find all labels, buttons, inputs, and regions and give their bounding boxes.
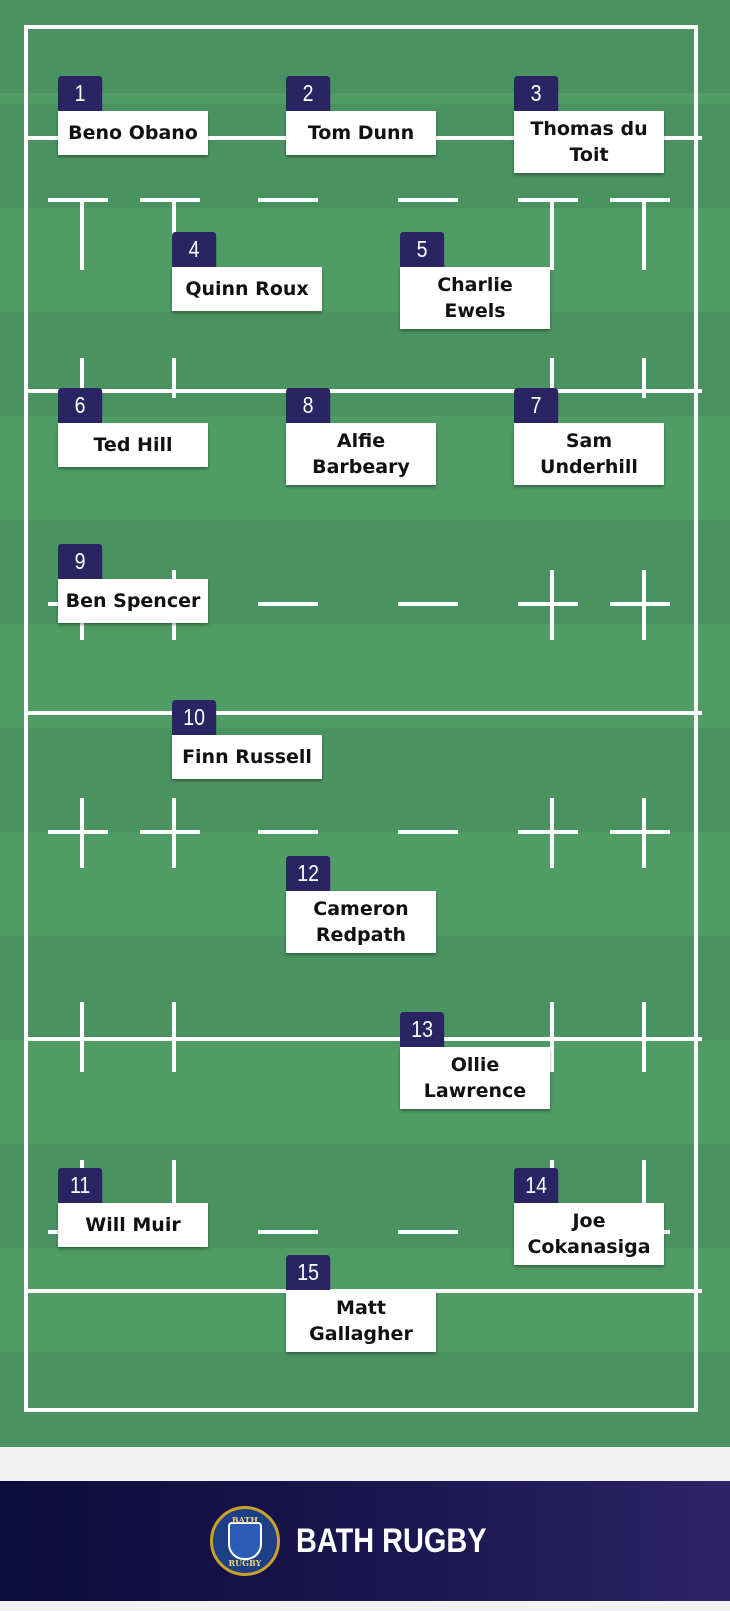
player-number: 11 [58,1168,103,1203]
dashed-line-segment [610,198,670,202]
footer-banner: BATH RUGBY BATH RUGBY [0,1481,730,1601]
player-number: 3 [514,76,559,111]
marker-tick [80,200,84,270]
pitch-boundary [24,25,698,1412]
dashed-line-segment [518,602,578,606]
dashed-line-segment [140,198,200,202]
player-slot[interactable]: 11 Will Muir [58,1168,208,1247]
player-slot[interactable]: 9 Ben Spencer [58,544,208,623]
marker-tick [642,358,646,398]
player-name: Ben Spencer [58,579,208,623]
dashed-line-segment [258,1230,318,1234]
marker-tick [642,1002,646,1072]
player-number: 9 [58,544,103,579]
player-name: Ted Hill [58,423,208,467]
player-slot[interactable]: 15 Matt Gallagher [286,1255,436,1352]
dashed-line-segment [610,830,670,834]
player-slot[interactable]: 1 Beno Obano [58,76,208,155]
marker-tick [172,1160,176,1230]
player-name: Matt Gallagher [286,1290,436,1352]
dashed-line-segment [258,602,318,606]
marker-tick [172,1002,176,1072]
player-number: 6 [58,388,103,423]
halfway-line [24,711,702,715]
marker-tick [642,570,646,640]
player-name: Quinn Roux [172,267,322,311]
marker-tick [80,358,84,398]
bath-rugby-crest-icon: BATH RUGBY [209,1506,280,1576]
pitch-stripe [0,0,730,93]
line-22-top [24,389,702,393]
player-number: 15 [286,1255,331,1290]
line-22-bottom [24,1037,702,1041]
dashed-line-segment [48,830,108,834]
player-slot[interactable]: 6 Ted Hill [58,388,208,467]
marker-tick [550,200,554,270]
player-name: Tom Dunn [286,111,436,155]
player-slot[interactable]: 3 Thomas du Toit [514,76,664,173]
player-name: Thomas du Toit [514,111,664,173]
player-name: Joe Cokanasiga [514,1203,664,1265]
player-name: Alfie Barbeary [286,423,436,485]
crest-top-text: BATH [231,1515,258,1525]
player-slot[interactable]: 5 Charlie Ewels [400,232,550,329]
marker-tick [550,798,554,868]
player-number: 2 [286,76,331,111]
player-number: 8 [286,388,331,423]
player-number: 5 [400,232,445,267]
marker-tick [172,358,176,398]
dashed-line-segment [258,830,318,834]
crest-shield [227,1522,262,1560]
marker-tick [550,1002,554,1072]
player-name: Beno Obano [58,111,208,155]
dashed-line-segment [518,198,578,202]
dashed-line-segment [398,602,458,606]
player-number: 10 [172,700,217,735]
marker-tick [642,798,646,868]
player-slot[interactable]: 8 Alfie Barbeary [286,388,436,485]
player-number: 12 [286,856,331,891]
player-slot[interactable]: 2 Tom Dunn [286,76,436,155]
rugby-pitch: 1 Beno Obano 2 Tom Dunn 3 Thomas du Toit… [0,0,730,1447]
marker-tick [80,798,84,868]
player-number: 1 [58,76,103,111]
dashed-line-segment [140,830,200,834]
player-name: Charlie Ewels [400,267,550,329]
player-name: Ollie Lawrence [400,1047,550,1109]
dashed-line-segment [610,602,670,606]
crest-bottom-text: RUGBY [228,1558,262,1568]
dashed-line-segment [48,198,108,202]
player-slot[interactable]: 10 Finn Russell [172,700,322,779]
brand-name: BATH RUGBY [295,1521,487,1560]
marker-tick [642,200,646,270]
player-name: Finn Russell [172,735,322,779]
marker-tick [172,798,176,868]
marker-tick [80,1002,84,1072]
dashed-line-segment [398,830,458,834]
marker-tick [550,358,554,398]
player-name: Sam Underhill [514,423,664,485]
player-number: 13 [400,1012,445,1047]
marker-tick [550,570,554,640]
dashed-line-segment [398,1230,458,1234]
player-name: Cameron Redpath [286,891,436,953]
player-number: 7 [514,388,559,423]
player-number: 14 [514,1168,559,1203]
player-number: 4 [172,232,217,267]
dashed-line-segment [398,198,458,202]
player-slot[interactable]: 7 Sam Underhill [514,388,664,485]
player-name: Will Muir [58,1203,208,1247]
marker-tick [642,1160,646,1230]
dashed-line-segment [518,830,578,834]
player-slot[interactable]: 4 Quinn Roux [172,232,322,311]
player-slot[interactable]: 12 Cameron Redpath [286,856,436,953]
player-slot[interactable]: 13 Ollie Lawrence [400,1012,550,1109]
player-slot[interactable]: 14 Joe Cokanasiga [514,1168,664,1265]
dashed-line-segment [258,198,318,202]
